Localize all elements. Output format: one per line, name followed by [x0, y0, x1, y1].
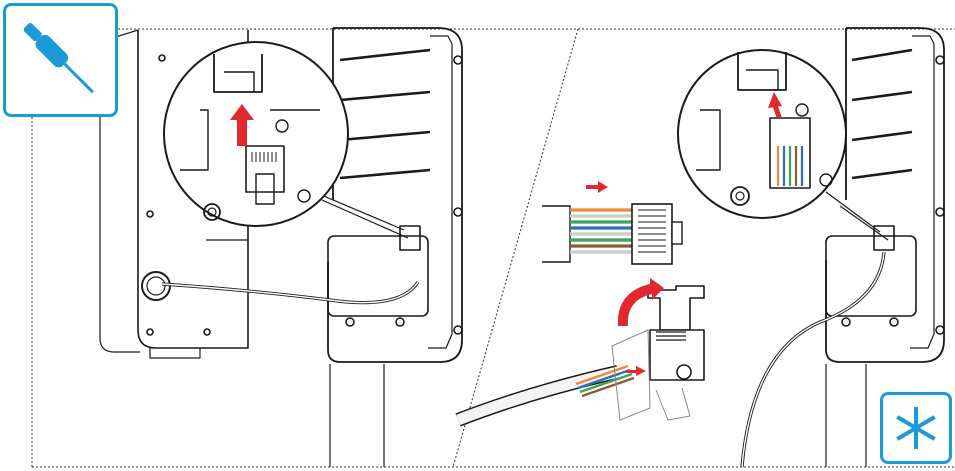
network-cable	[161, 281, 420, 305]
asterisk-icon	[896, 407, 936, 449]
connector-block	[327, 235, 429, 317]
terminal-adapter	[455, 285, 705, 427]
right-panel-intercom	[677, 27, 945, 468]
bottom-tab	[149, 348, 201, 359]
rotate-arrow	[617, 278, 664, 326]
terminal-wires-right	[776, 146, 804, 186]
rj45-wiring-detail	[542, 181, 683, 265]
insert-arrow-right	[768, 92, 782, 119]
option-badge	[880, 392, 952, 464]
wire-bundle	[570, 208, 632, 254]
cable-grommet	[141, 271, 171, 301]
direction-arrow	[586, 181, 608, 193]
tool-badge	[3, 3, 118, 117]
zoom-circle-right	[677, 49, 847, 219]
dotted-frame	[31, 28, 955, 468]
screwdriver-icon	[23, 23, 94, 94]
front-panel-right	[825, 27, 945, 363]
left-panel-intercom	[99, 27, 463, 467]
network-cable-right	[740, 251, 886, 468]
insert-arrow-left	[230, 104, 254, 146]
panel-bevel	[428, 35, 453, 349]
zoom-circle	[163, 41, 349, 227]
rj45-plug	[245, 145, 285, 193]
rear-housing	[137, 30, 249, 349]
rear-housing-inner	[99, 42, 140, 353]
insert-arrow-middle	[626, 366, 646, 376]
front-panel	[327, 27, 463, 363]
screw-hole	[158, 54, 166, 62]
